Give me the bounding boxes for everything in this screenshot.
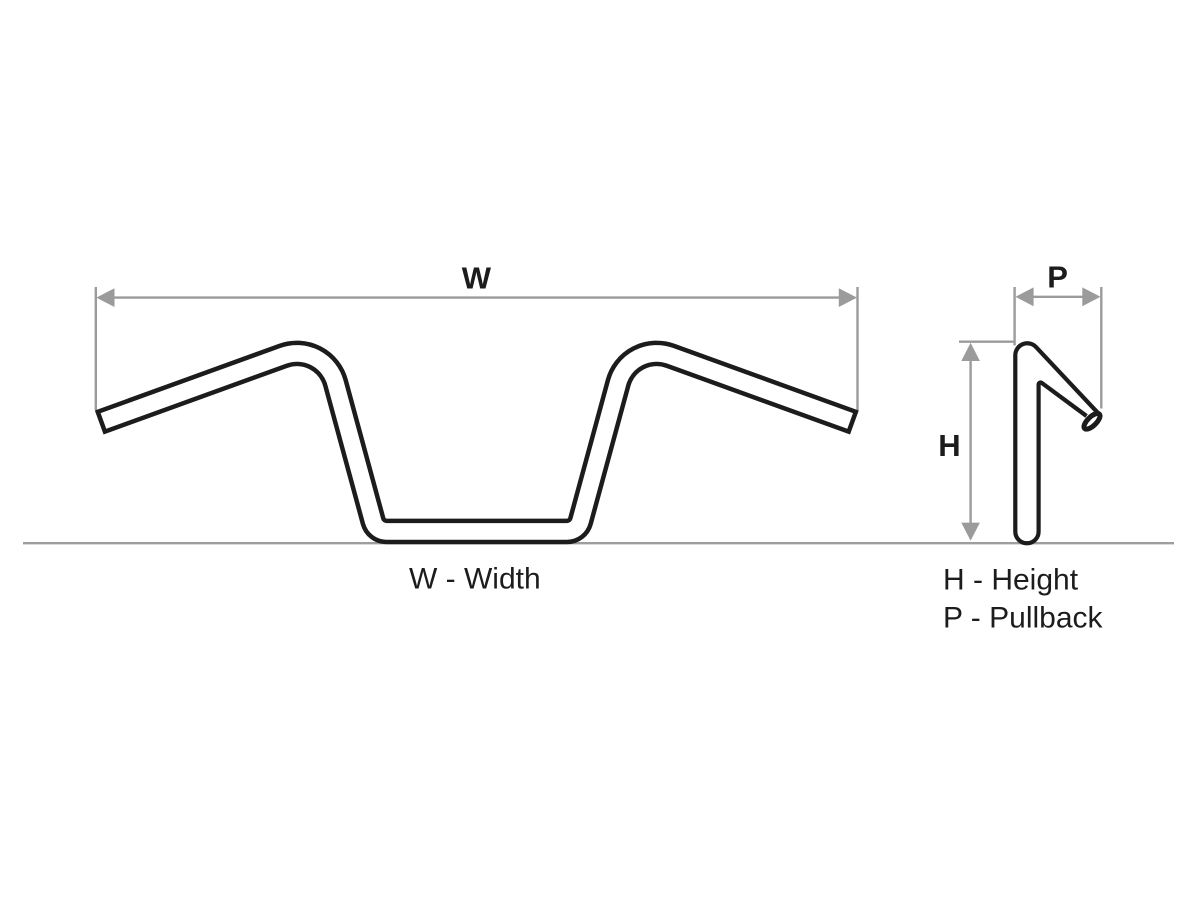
svg-text:P - Pullback: P - Pullback xyxy=(943,602,1104,635)
svg-text:W - Width: W - Width xyxy=(409,563,541,596)
svg-text:H - Height: H - Height xyxy=(943,563,1079,596)
svg-text:H: H xyxy=(938,428,960,463)
svg-text:W: W xyxy=(462,260,492,295)
svg-text:P: P xyxy=(1047,260,1068,295)
